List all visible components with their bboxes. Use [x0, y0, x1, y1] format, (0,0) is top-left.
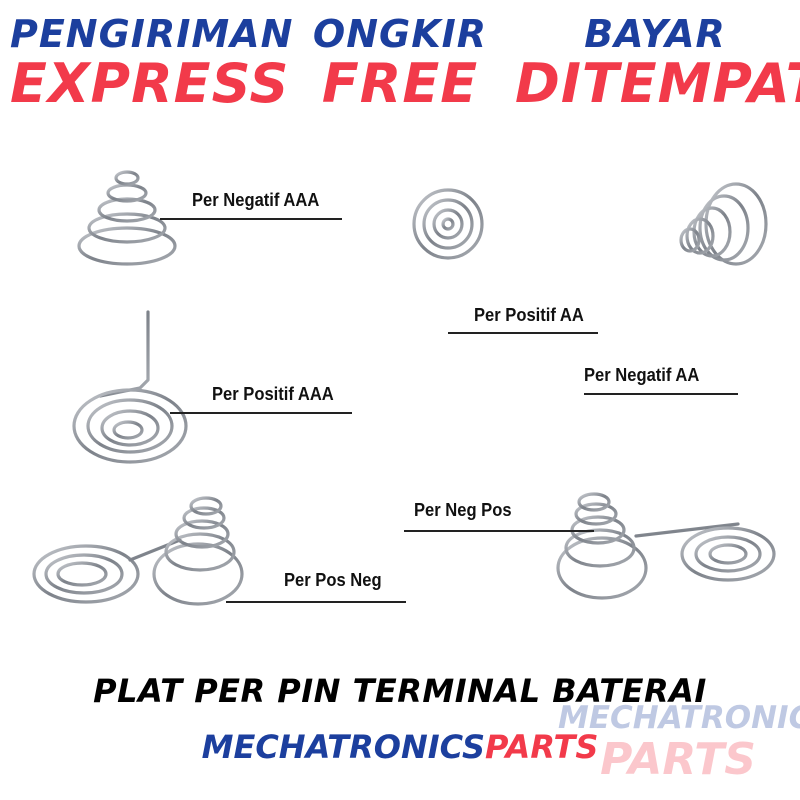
spring-positive-aa-image — [412, 188, 484, 408]
banner-postage-value: FREE — [321, 52, 479, 115]
spring-neg-pos-image — [556, 492, 776, 600]
banner-postage: ONGKIR FREE — [300, 12, 500, 112]
leader-line-positive-aaa — [170, 412, 352, 414]
leader-line-pos-neg — [226, 601, 406, 603]
banner-payment-label: BAYAR — [584, 12, 726, 56]
brand-name-secondary: PARTS — [485, 728, 599, 766]
spring-negative-aaa-image — [77, 170, 177, 294]
banner-shipping: PENGIRIMAN EXPRESS — [10, 12, 294, 115]
label-pos-neg: Per Pos Neg — [284, 570, 382, 590]
promo-banner: PENGIRIMAN EXPRESS ONGKIR FREE BAYAR DIT… — [0, 0, 800, 120]
label-positive-aa: Per Positif AA — [474, 305, 584, 325]
spring-positive-aaa-image — [72, 310, 188, 464]
banner-payment-value: DITEMPAT — [515, 52, 800, 115]
banner-payment: BAYAR DITEMPAT — [515, 12, 800, 115]
leader-line-negative-aaa — [160, 218, 342, 220]
brand-name: MECHATRONICSPARTS — [0, 728, 800, 766]
leader-line-positive-aa — [448, 332, 598, 334]
label-negative-aa: Per Negatif AA — [584, 365, 700, 385]
leader-line-negative-aa — [584, 393, 738, 395]
brand-name-primary: MECHATRONICS — [201, 728, 486, 766]
leader-line-neg-pos — [404, 530, 594, 532]
label-negative-aaa: Per Negatif AAA — [192, 190, 320, 210]
spring-negative-aa-image — [679, 182, 768, 408]
product-title: PLAT PER PIN TERMINAL BATERAI — [93, 672, 707, 710]
banner-postage-label: ONGKIR — [312, 12, 488, 56]
label-neg-pos: Per Neg Pos — [414, 500, 512, 520]
banner-shipping-label: PENGIRIMAN — [10, 12, 294, 56]
banner-shipping-value: EXPRESS — [10, 52, 290, 115]
spring-pos-neg-image — [32, 496, 244, 606]
label-positive-aaa: Per Positif AAA — [212, 384, 334, 404]
